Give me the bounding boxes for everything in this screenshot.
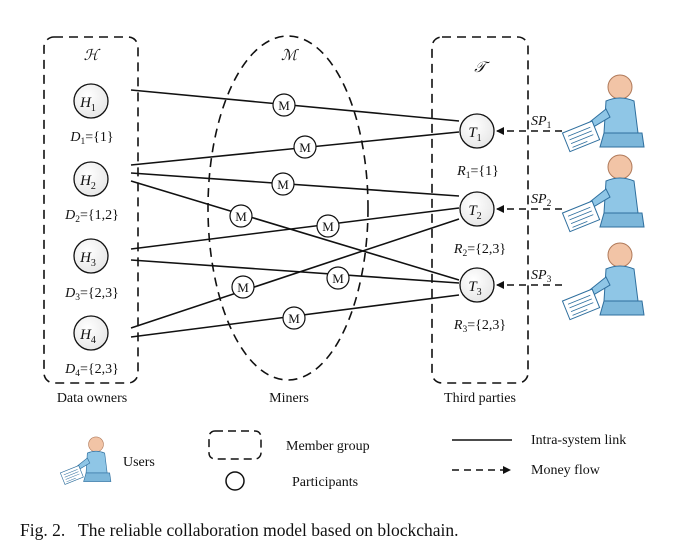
legend-intra-link-label: Intra-system link <box>531 433 626 448</box>
miner-nodes: M M M M M M M M <box>229 93 350 330</box>
owner-set-2: D2={1,2} <box>64 208 119 225</box>
link-h2-t2 <box>130 172 460 197</box>
money-flow-label-2: SP2 <box>531 192 552 209</box>
user-icon <box>561 242 645 321</box>
miner-node: M <box>231 275 255 299</box>
svg-text:H3: H3 <box>79 250 96 269</box>
money-flow-label-3: SP3 <box>531 268 552 285</box>
legend-money-flow-label: Money flow <box>531 463 601 478</box>
user-icon <box>561 154 645 233</box>
owner-node-3: H3 <box>73 238 109 274</box>
svg-text:H2: H2 <box>79 173 96 192</box>
svg-text:M: M <box>235 209 247 224</box>
svg-text:H1: H1 <box>79 95 96 114</box>
svg-text:T1: T1 <box>468 125 481 144</box>
svg-text:M: M <box>278 98 290 113</box>
third-party-set-3: R3={2,3} <box>453 318 506 335</box>
miners-group-ellipse <box>207 35 369 381</box>
third-party-set-1: R1={1} <box>456 164 499 181</box>
legend-member-group-swatch <box>208 430 262 460</box>
money-flow-label-1: SP1 <box>531 114 552 131</box>
owners-group-label: Data owners <box>57 391 127 406</box>
link-h2-t3 <box>130 180 460 281</box>
third-party-node-2: T2 <box>459 191 495 227</box>
owner-set-4: D4={2,3} <box>64 362 119 379</box>
third-parties-group-label: Third parties <box>444 391 516 406</box>
link-h3-t3 <box>130 259 460 284</box>
miners-group-symbol: ℳ <box>281 48 299 64</box>
link-h4-t2 <box>130 218 460 329</box>
money-flows <box>496 127 562 289</box>
miners-group-label: Miners <box>269 391 309 406</box>
svg-text:M: M <box>322 219 334 234</box>
miner-node: M <box>326 266 350 290</box>
svg-text:M: M <box>332 271 344 286</box>
owner-node-1: H1 <box>73 83 109 119</box>
owner-set-3: D3={2,3} <box>64 286 119 303</box>
user-icon <box>561 74 645 153</box>
legend-participants-swatch <box>225 471 245 491</box>
svg-text:T2: T2 <box>468 203 481 222</box>
owners-group-box <box>43 36 139 384</box>
third-party-node-3: T3 <box>459 267 495 303</box>
legend: Users Member group Participants Intra-sy… <box>60 430 626 491</box>
svg-text:M: M <box>288 311 300 326</box>
link-h3-t2 <box>130 207 460 250</box>
legend-participants-label: Participants <box>292 475 358 490</box>
third-parties-group-symbol: 𝒯 <box>474 60 490 76</box>
legend-member-group-label: Member group <box>286 439 370 454</box>
third-party-set-2: R2={2,3} <box>453 242 506 259</box>
miner-node: M <box>316 214 340 238</box>
svg-text:M: M <box>299 140 311 155</box>
miner-node: M <box>229 204 253 228</box>
owner-node-4: H4 <box>73 315 109 351</box>
svg-text:M: M <box>237 280 249 295</box>
legend-users-label: Users <box>123 455 155 470</box>
third-parties-group-box <box>431 36 529 384</box>
owners-group-symbol: ℋ <box>84 48 101 64</box>
miner-node: M <box>272 93 296 117</box>
miner-node: M <box>293 135 317 159</box>
owner-node-2: H2 <box>73 161 109 197</box>
intra-system-links <box>130 89 460 338</box>
legend-user-icon <box>60 436 112 485</box>
svg-text:H4: H4 <box>79 327 96 346</box>
miner-node: M <box>271 172 295 196</box>
svg-text:M: M <box>277 177 289 192</box>
third-party-node-1: T1 <box>459 113 495 149</box>
svg-text:T3: T3 <box>468 279 481 298</box>
owner-set-1: D1={1} <box>69 130 113 147</box>
figure-caption: Fig. 2. The reliable collaboration model… <box>20 520 459 540</box>
miner-node: M <box>282 306 306 330</box>
